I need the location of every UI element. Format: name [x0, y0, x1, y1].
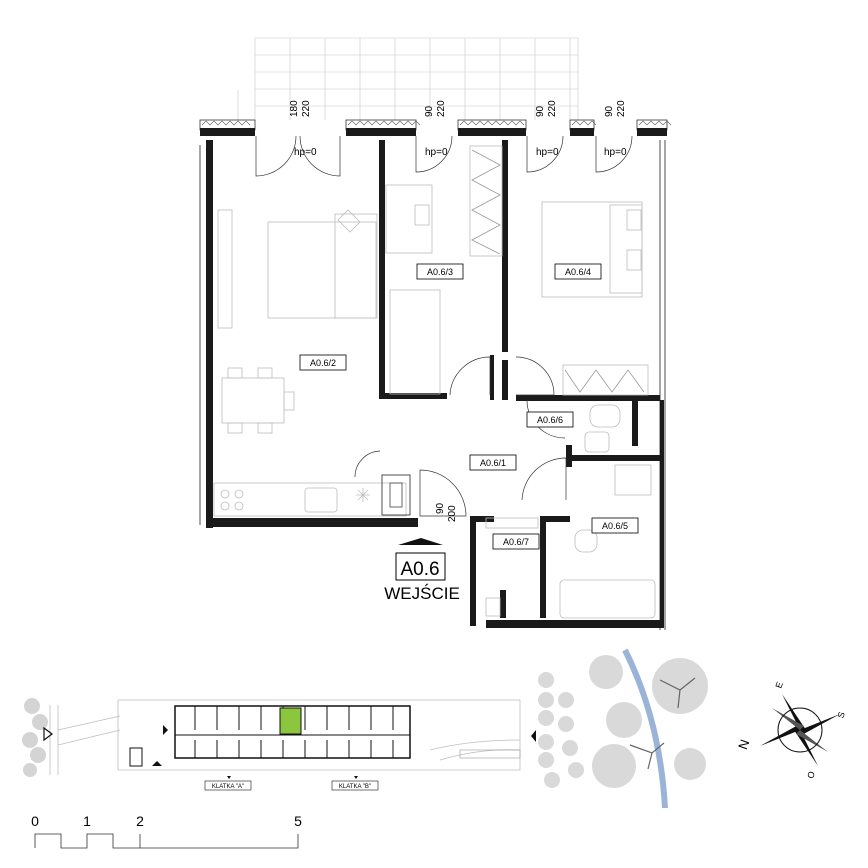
window-dimensions: 180 220 90 220 90 220 90 220 hp=0 hp=0 h… — [289, 100, 627, 158]
room-label-a0-6-6: A0.6/6 — [526, 411, 574, 428]
scale-tick-1: 1 — [83, 813, 91, 829]
window-3-sill: hp=0 — [536, 147, 559, 158]
scale-tick-0: 0 — [31, 813, 39, 829]
room-label-a0-6-2: A0.6/2 — [299, 354, 347, 371]
stair-a-label: KLATKA "A" — [212, 784, 244, 790]
stair-b-label: KLATKA "B" — [339, 784, 371, 790]
svg-text:A0.6/2: A0.6/2 — [310, 358, 336, 368]
walls — [199, 119, 672, 630]
entrance-marker: A0.6 WEJŚCIE — [384, 538, 460, 603]
window-1-height: 220 — [301, 100, 312, 117]
window-1-sill: hp=0 — [294, 147, 317, 158]
compass-s: S — [835, 710, 846, 719]
site-plan: KLATKA "A" KLATKA "B" — [22, 648, 708, 809]
terrace — [237, 37, 579, 120]
window-2-width: 90 — [424, 105, 435, 117]
doors — [255, 135, 633, 517]
scale-tick-2: 2 — [136, 813, 144, 829]
entry-door-height: 200 — [447, 505, 458, 522]
window-3-width: 90 — [535, 105, 546, 117]
compass-rose: N E S O — [735, 680, 847, 780]
room-label-a0-6-7: A0.6/7 — [492, 533, 540, 550]
svg-text:A0.6/3: A0.6/3 — [427, 267, 453, 277]
room-label-a0-6-1: A0.6/1 — [469, 454, 517, 471]
compass-e: E — [773, 680, 784, 689]
compass-n: N — [735, 737, 752, 751]
svg-text:A0.6/6: A0.6/6 — [537, 415, 563, 425]
room-label-a0-6-5: A0.6/5 — [591, 517, 639, 534]
window-3-height: 220 — [547, 100, 558, 117]
scale-tick-5: 5 — [294, 813, 302, 829]
compass-o: O — [805, 770, 817, 780]
window-2-sill: hp=0 — [425, 147, 448, 158]
window-4-height: 220 — [616, 100, 627, 117]
scale-bar: 0 1 2 5 — [31, 813, 302, 849]
entrance-label: WEJŚCIE — [384, 584, 460, 603]
entry-door-width: 90 — [435, 502, 446, 514]
svg-text:A0.6/1: A0.6/1 — [480, 458, 506, 468]
svg-text:A0.6/4: A0.6/4 — [565, 267, 591, 277]
window-2-height: 220 — [436, 100, 447, 117]
apartment-code: A0.6 — [400, 559, 439, 580]
svg-text:A0.6/5: A0.6/5 — [602, 521, 628, 531]
svg-text:A0.6/7: A0.6/7 — [503, 537, 529, 547]
room-label-a0-6-4: A0.6/4 — [554, 263, 602, 280]
highlighted-apartment — [279, 707, 302, 735]
window-4-width: 90 — [604, 105, 615, 117]
room-label-a0-6-3: A0.6/3 — [416, 263, 464, 280]
room-labels: A0.6/2 A0.6/3 A0.6/4 A0.6/6 A0.6/1 A0.6/… — [299, 263, 639, 550]
window-1-width: 180 — [289, 100, 300, 117]
furniture — [213, 145, 656, 619]
window-4-sill: hp=0 — [604, 147, 627, 158]
